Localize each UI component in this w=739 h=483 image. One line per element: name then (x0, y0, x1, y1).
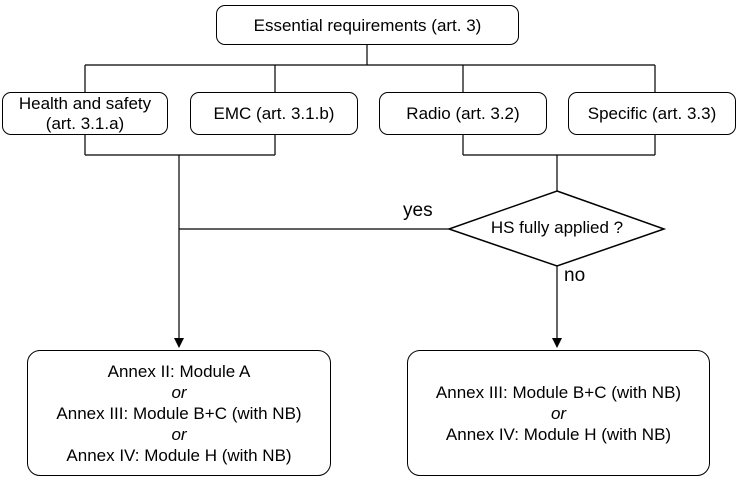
health-safety-label-line2: (art. 3.1.a) (45, 113, 125, 133)
outcome-left-or2: or (171, 424, 187, 444)
specific-label: Specific (art. 3.3) (587, 104, 717, 123)
outcome-right-line1: Annex III: Module B+C (with NB) (435, 382, 682, 402)
health-safety-label-line1: Health and safety (18, 93, 152, 113)
emc-node: EMC (art. 3.1.b) (190, 92, 358, 135)
outcome-left-node: Annex II: Module A or Annex III: Module … (27, 350, 331, 476)
essential-requirements-node: Essential requirements (art. 3) (216, 5, 519, 45)
essential-requirements-label: Essential requirements (art. 3) (253, 15, 482, 35)
outcome-right-line2: Annex IV: Module H (with NB) (445, 424, 672, 444)
radio-node: Radio (art. 3.2) (379, 92, 547, 135)
yes-label: yes (403, 200, 433, 221)
specific-node: Specific (art. 3.3) (568, 92, 736, 135)
no-label: no (564, 265, 586, 286)
decision-label: HS fully applied ? (490, 218, 624, 237)
outcome-left-or1: or (171, 382, 187, 402)
outcome-left-line1: Annex II: Module A (107, 361, 251, 381)
decision-diamond (446, 190, 667, 267)
outcome-right-or1: or (550, 403, 567, 423)
outcome-right-node: Annex III: Module B+C (with NB) or Annex… (407, 350, 710, 476)
radio-label: Radio (art. 3.2) (406, 104, 520, 123)
outcome-left-line2: Annex III: Module B+C (with NB) (56, 403, 302, 423)
outcome-left-line3: Annex IV: Module H (with NB) (66, 445, 292, 465)
health-safety-node: Health and safety (art. 3.1.a) (2, 92, 168, 135)
emc-label: EMC (art. 3.1.b) (213, 104, 335, 123)
